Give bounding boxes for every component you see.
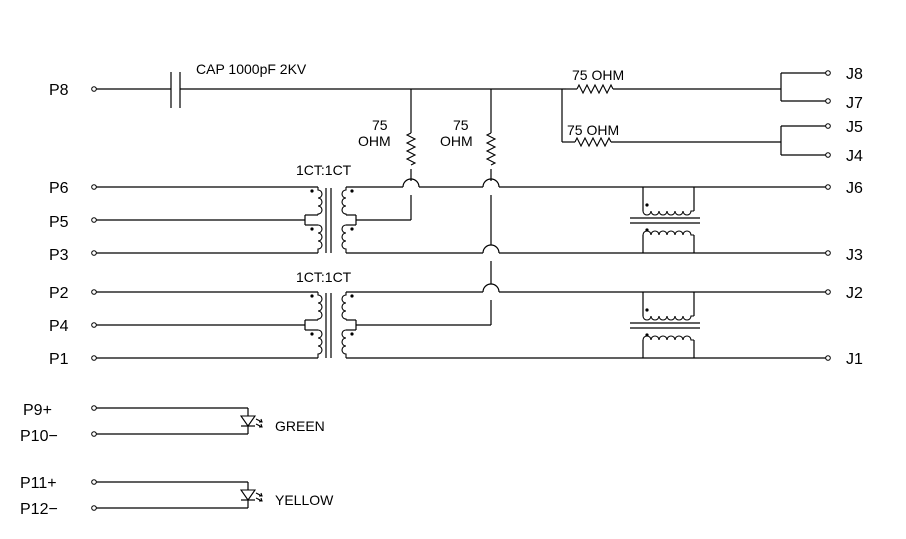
- terminals-left: [91, 86, 97, 511]
- led-green-icon: [239, 415, 263, 428]
- terminal-j8: [825, 70, 831, 76]
- terminal-j4: [825, 152, 831, 158]
- pin-label-p2: P2: [49, 285, 69, 302]
- resistor-label-v1-value: 75: [372, 117, 388, 133]
- pin-label-p11: P11+: [20, 475, 57, 492]
- pin-label-j2: J2: [846, 285, 863, 302]
- pin-label-p1: P1: [49, 351, 69, 368]
- pin-label-p12: P12−: [20, 501, 58, 518]
- terminal-p8: [91, 86, 97, 92]
- resistor-branch-j8-j7: [566, 72, 826, 102]
- center-tap-wires: [356, 195, 492, 326]
- pin-label-p8: P8: [49, 82, 69, 99]
- pin-label-j8: J8: [846, 66, 863, 83]
- pin-label-j1: J1: [846, 351, 863, 368]
- terminal-p6: [91, 184, 97, 190]
- line-p1-to-j1: [346, 340, 826, 359]
- pin-label-j4: J4: [846, 148, 863, 165]
- led-label-yellow: YELLOW: [275, 492, 334, 508]
- pin-label-p5: P5: [49, 214, 69, 231]
- line-p3-to-j3: [346, 235, 826, 254]
- resistor-label-top-2: 75 OHM: [567, 122, 619, 138]
- led-yellow-circuit: [96, 481, 249, 509]
- terminal-p12: [91, 505, 97, 511]
- terminal-j3: [825, 250, 831, 256]
- terminal-p4: [91, 322, 97, 328]
- resistor-branch-j5-j4: [561, 89, 826, 156]
- capacitor-symbol: [170, 72, 181, 108]
- led-yellow-icon: [239, 489, 263, 502]
- line-p6-to-j6: [346, 178, 826, 211]
- pin-label-j7: J7: [846, 95, 863, 112]
- pin-label-p9: P9+: [23, 402, 52, 419]
- terminal-p9: [91, 405, 97, 411]
- resistor-label-v2-unit: OHM: [440, 133, 473, 149]
- terminal-j6: [825, 184, 831, 190]
- resistor-label-v1-unit: OHM: [358, 133, 391, 149]
- pin-label-p6: P6: [49, 180, 69, 197]
- terminal-p1: [91, 355, 97, 361]
- resistor-vertical-1: [405, 89, 417, 181]
- transformer-1: [96, 186, 357, 254]
- capacitor-label: CAP 1000pF 2KV: [196, 61, 307, 77]
- terminal-p3: [91, 250, 97, 256]
- transformer-label-1: 1CT:1CT: [296, 162, 352, 178]
- terminal-p5: [91, 217, 97, 223]
- pin-label-p4: P4: [49, 318, 69, 335]
- terminals-right: [825, 70, 831, 361]
- resistor-label-v2-value: 75: [453, 117, 469, 133]
- pin-label-j3: J3: [846, 247, 863, 264]
- pin-label-p10: P10−: [20, 428, 58, 445]
- transformer-label-2: 1CT:1CT: [296, 269, 352, 285]
- terminal-j2: [825, 289, 831, 295]
- terminal-p10: [91, 431, 97, 437]
- terminal-j1: [825, 355, 831, 361]
- resistor-label-top-1: 75 OHM: [572, 67, 624, 83]
- terminal-j5: [825, 123, 831, 129]
- led-label-green: GREEN: [275, 418, 325, 434]
- line-p2-to-j2: [346, 283, 826, 316]
- resistor-vertical-2: [485, 89, 497, 181]
- pin-label-j6: J6: [846, 180, 863, 197]
- choke-1: [630, 187, 700, 253]
- terminal-p2: [91, 289, 97, 295]
- transformer-2: [96, 291, 357, 359]
- led-green-circuit: [96, 407, 249, 435]
- pin-label-p3: P3: [49, 247, 69, 264]
- terminal-p11: [91, 479, 97, 485]
- choke-2: [630, 292, 700, 358]
- terminal-j7: [825, 98, 831, 104]
- pin-label-j5: J5: [846, 119, 863, 136]
